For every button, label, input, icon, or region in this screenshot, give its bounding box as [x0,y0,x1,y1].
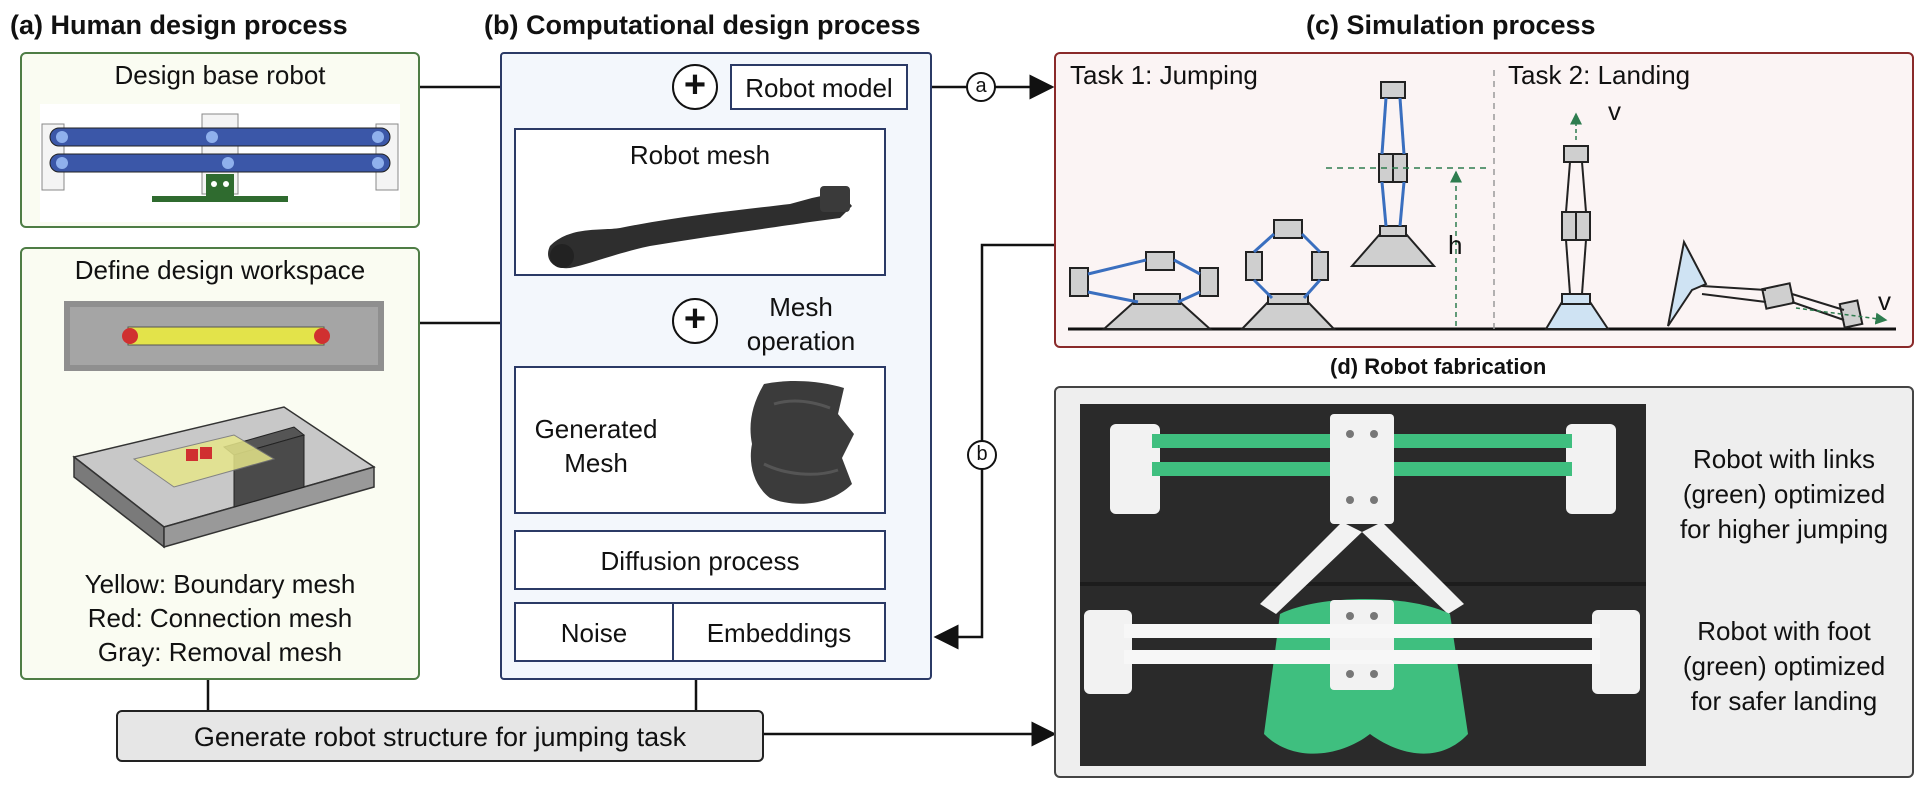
generated-mesh-box: Generated Mesh [514,366,886,514]
noise-label: Noise [560,618,628,648]
generate-structure-button[interactable]: Generate robot structure for jumping tas… [116,710,764,762]
base-robot-image [40,104,400,222]
land-robot-2 [1667,238,1888,329]
velocity-right-label: v [1878,286,1891,316]
mesh-operation-line1: Mesh [769,292,833,322]
workspace-panel: Define design workspace Yellow: Boundary… [20,247,420,680]
task2-label: Task 2: Landing [1508,60,1691,90]
generated-mesh-line1: Generated [534,414,658,444]
caption2-line1: Robot with foot [1697,616,1871,646]
connector-b-badge: b [967,440,997,470]
diffusion-box: Diffusion process [514,530,886,590]
feedback-arrow [933,243,1054,650]
diffusion-label: Diffusion process [600,546,800,576]
workspace-top-image [64,301,384,371]
velocity-up-label: v [1608,96,1621,126]
section-b-title: (b) Computational design process [484,10,921,40]
noise-box: Noise [514,602,674,662]
legend-yellow: Yellow: Boundary mesh [84,569,356,599]
simulation-drawing [1068,70,1896,331]
robot-model-label: Robot model [745,73,893,103]
caption1-line3: for higher jumping [1679,514,1889,544]
task1-label: Task 1: Jumping [1070,60,1258,90]
embeddings-label: Embeddings [706,618,852,648]
base-robot-label: Design base robot [114,60,326,90]
section-a-title: (a) Human design process [10,10,348,40]
generate-structure-label: Generate robot structure for jumping tas… [193,722,687,752]
caption1-line2: (green) optimized [1682,479,1886,509]
embeddings-box: Embeddings [672,602,886,662]
robot-model-box: Robot model [730,64,908,110]
legend-gray: Gray: Removal mesh [97,637,343,667]
robot-mesh-box: Robot mesh [514,128,886,276]
generated-mesh-line2: Mesh [564,448,628,478]
caption2-line2: (green) optimized [1682,651,1886,681]
section-c-title: (c) Simulation process [1306,10,1596,40]
combine-plus-icon: + [672,64,718,110]
robot-mesh-label: Robot mesh [629,140,771,170]
mesh-operation-line2: operation [746,326,856,356]
fab-robot-landing [1084,599,1640,754]
section-d-title: (d) Robot fabrication [1330,354,1547,379]
robot-mesh-image [548,186,852,269]
simulation-panel: Task 1: Jumping Task 2: Landing [1054,52,1914,348]
jump-robot-3 [1326,81,1488,326]
caption1-line1: Robot with links [1692,444,1876,474]
height-label: h [1448,230,1463,260]
workspace-label: Define design workspace [74,255,366,285]
fabrication-photo [1080,404,1646,766]
workspace-3d-image [72,406,376,549]
fabrication-panel: Robot with links (green) optimized for h… [1054,386,1914,778]
legend-red: Red: Connection mesh [87,603,353,633]
jump-robot-2 [1239,219,1337,330]
mesh-op-plus-icon: + [672,298,718,344]
land-robot-1 [1544,112,1610,330]
connector-a-badge: a [966,72,996,102]
jump-robot-1 [1069,251,1219,330]
caption2-line3: for safer landing [1690,686,1878,716]
fab-robot-jumping [1110,414,1616,614]
base-robot-panel: Design base robot [20,52,420,228]
generated-mesh-image [750,381,854,504]
